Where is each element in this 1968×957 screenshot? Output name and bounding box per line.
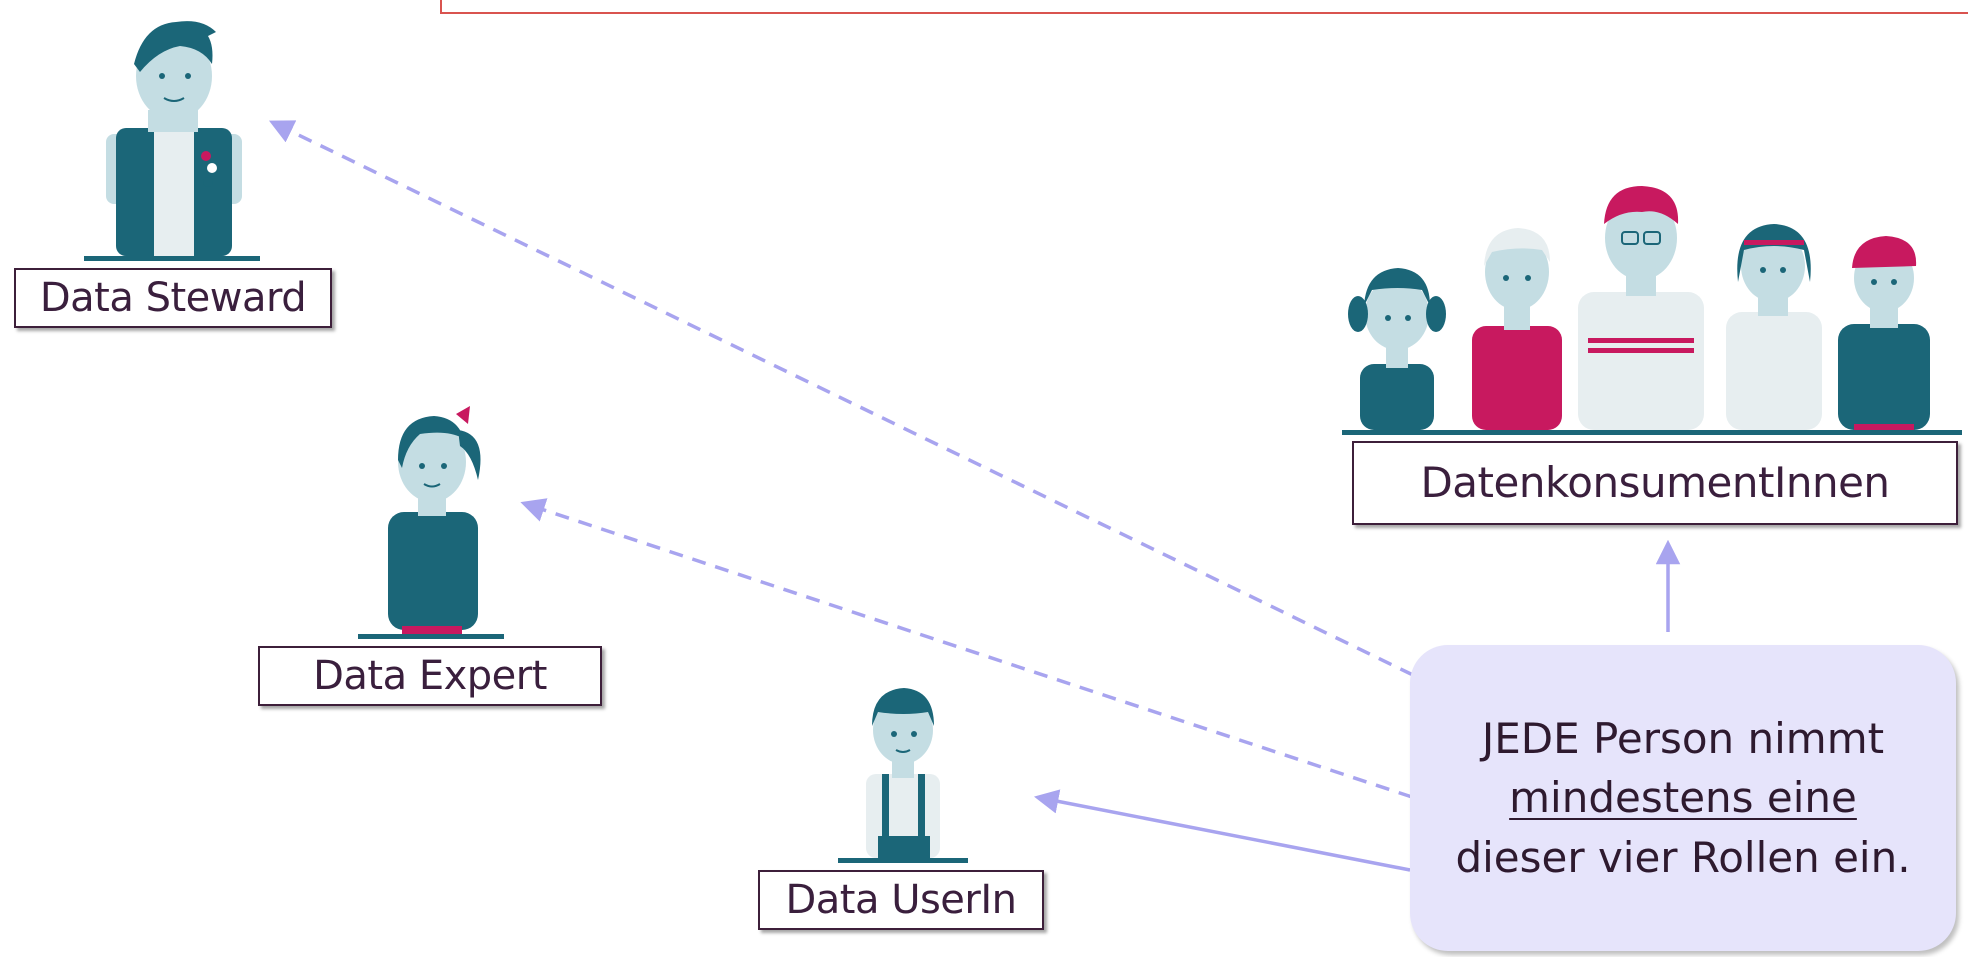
callout-note: JEDE Person nimmt mindestens eine dieser… — [1410, 645, 1956, 951]
consumer-girl — [1348, 268, 1446, 430]
data-userin-figure — [838, 688, 968, 863]
arrow-to-data-steward — [268, 120, 1414, 677]
label-datenkonsumentinnen: DatenkonsumentInnen — [1352, 441, 1958, 525]
note-line-2: mindestens eine — [1509, 773, 1857, 823]
arrow-to-data-expert — [520, 498, 1413, 799]
consumer-grey-hair — [1472, 228, 1562, 430]
arrow-to-data-userin — [1033, 789, 1411, 872]
consumer-cap — [1838, 236, 1930, 430]
data-steward-figure — [84, 21, 260, 261]
label-data-userin: Data UserIn — [758, 870, 1044, 930]
top-frame-edge — [440, 0, 1968, 14]
label-data-steward: Data Steward — [14, 268, 332, 328]
consumer-crossed-arms — [1726, 224, 1822, 430]
data-expert-figure — [358, 406, 504, 639]
consumers-group-figure — [1342, 186, 1962, 435]
label-data-expert: Data Expert — [258, 646, 602, 706]
consumer-glasses — [1578, 186, 1704, 430]
note-line-1: JEDE Person nimmt — [1481, 713, 1885, 763]
note-line-3: dieser vier Rollen ein. — [1455, 832, 1911, 882]
